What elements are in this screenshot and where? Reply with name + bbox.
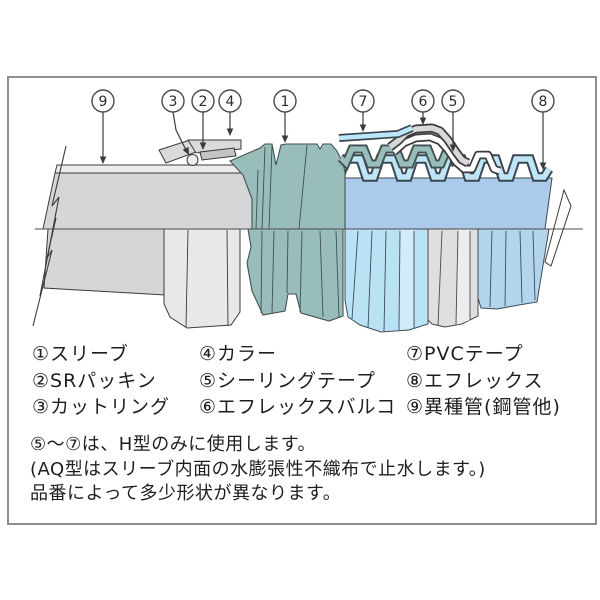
note-line: ⑤〜⑦は、H型のみに使用します。 (30, 434, 317, 455)
pvc-tape-strip (338, 124, 414, 142)
note-line: 品番によって多少形状が異なります。 (30, 483, 342, 504)
legend-column-1: ①スリーブ ②SRパッキン ③カットリング (32, 341, 170, 421)
circled-number: 5 (449, 94, 458, 110)
legend-item: ③カットリング (32, 394, 170, 421)
legend-item: ⑧エフレックス (406, 368, 561, 395)
sealing-tape-band (391, 132, 502, 176)
steel-pipe-shape (32, 145, 256, 327)
circled-number: 3 (169, 94, 178, 110)
legend-item-label: エフレックス (424, 369, 544, 392)
legend-item-label: シーリングテープ (217, 369, 376, 392)
legend-item: ①スリーブ (32, 341, 170, 368)
label-marker: 3 (161, 89, 185, 113)
legend-item-label: カラー (217, 343, 278, 365)
cut-ring-ball (186, 154, 199, 166)
label-marker: 1 (273, 89, 297, 113)
legend-item: ⑤シーリングテープ (199, 368, 396, 395)
eflex-pleats-blue-2 (477, 228, 550, 310)
legend-item: ④カラー (199, 341, 396, 368)
legend-item-label: PVCテープ (424, 343, 524, 365)
legend-item-label: スリーブ (50, 343, 129, 365)
eflex-pipe-shape (335, 154, 554, 230)
circled-number: 8 (539, 94, 548, 110)
legend-item: ②SRパッキン (32, 368, 170, 395)
legend-item-number: ③ (32, 396, 51, 418)
legend-item-number: ⑦ (406, 343, 425, 365)
circled-number: 4 (226, 94, 235, 110)
collar-assembly (158, 139, 242, 166)
note-line: (AQ型はスリーブ内面の水膨張性不織布で止水します。) (30, 458, 486, 480)
balco-band (387, 123, 471, 168)
circled-number: 6 (419, 94, 428, 110)
eflex-pleats-gray (427, 228, 479, 328)
legend-item: ⑨異種管(鋼管他) (406, 394, 561, 421)
footnotes: ⑤〜⑦は、H型のみに使用します。 (AQ型はスリーブ内面の水膨張性不織布で止水し… (30, 433, 486, 507)
label-marker: 5 (441, 89, 465, 113)
label-marker: 6 (411, 89, 435, 113)
eflex-pleats-blue-1 (344, 228, 429, 333)
label-marker: 9 (91, 89, 115, 113)
legend-item: ⑥エフレックスバルコ (199, 394, 396, 421)
sr-packing-shape (199, 147, 237, 161)
legend-item-number: ④ (199, 343, 218, 365)
legend-item-label: エフレックスバルコ (217, 396, 397, 418)
legend-item-number: ⑧ (406, 369, 425, 392)
legend-column-2: ④カラー ⑤シーリングテープ ⑥エフレックスバルコ (199, 341, 396, 421)
legend-item-number: ⑨ (406, 396, 425, 418)
eflex-break-tear (544, 188, 572, 267)
sleeve-lower-shape (246, 228, 344, 322)
label-arrows (99, 111, 547, 170)
label-marker: 8 (531, 89, 555, 113)
legend-item-number: ② (32, 369, 51, 392)
legend-item-number: ⑤ (199, 369, 218, 392)
legend-column-3: ⑦PVCテープ ⑧エフレックス ⑨異種管(鋼管他) (406, 341, 561, 421)
legend-item-label: 異種管(鋼管他) (424, 396, 561, 418)
legend-item: ⑦PVCテープ (406, 341, 561, 368)
circled-number: 1 (281, 94, 290, 110)
pipe-break-line (32, 217, 57, 327)
legend-item-number: ① (32, 343, 51, 365)
label-marker: 2 (191, 89, 215, 113)
legend-item-label: カットリング (50, 396, 171, 418)
label-marker: 7 (351, 89, 375, 113)
circled-number: 2 (199, 94, 208, 110)
socket-block-shape (163, 228, 241, 329)
legend-item-label: SRパッキン (50, 369, 157, 392)
circled-number: 9 (99, 94, 108, 110)
label-markers: 9 3 2 4 1 7 6 5 (91, 89, 555, 113)
label-marker: 4 (218, 89, 242, 113)
legend-item-number: ⑥ (199, 396, 218, 418)
circled-number: 7 (359, 94, 368, 110)
